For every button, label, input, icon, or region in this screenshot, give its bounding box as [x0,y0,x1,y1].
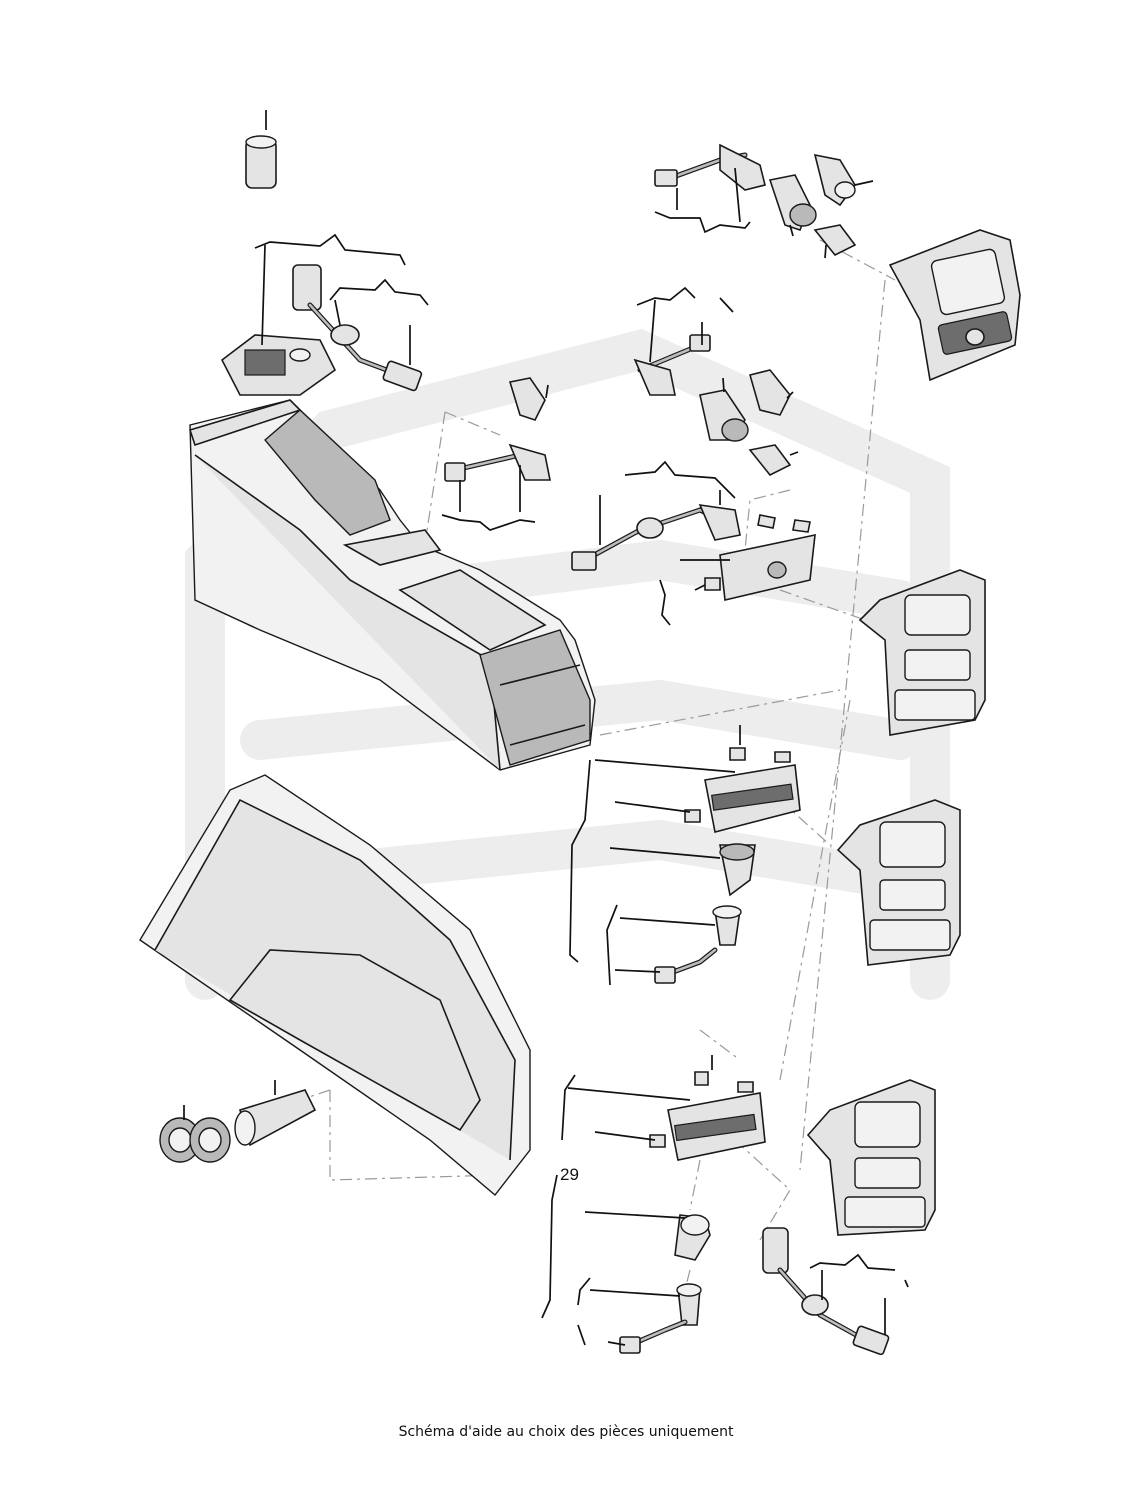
cigarette-lighter-top [245,110,277,189]
mid-harness [571,460,816,626]
bezel-right-upper [858,569,986,736]
harness-bottom-right [762,1227,909,1356]
middle-socket-group [441,377,551,531]
center-console [188,399,596,771]
bezel-top-right [888,229,1021,382]
lighter-harness-top [654,143,766,234]
reference-label: 29 [560,1165,579,1184]
diagram-caption: Schéma d'aide au choix des pièces unique… [398,1424,734,1440]
switch-module-middle [569,725,801,986]
switch-module-bottom: 29 [541,1055,766,1354]
socket-tray-assembly [220,233,429,396]
right-socket-cluster [633,286,799,477]
console-side-panel [139,774,531,1197]
bezel-right-middle [836,799,961,966]
bezel-right-lower [806,1079,936,1236]
lighter-bottom-left [159,1080,317,1163]
socket-cups-top [768,153,874,259]
